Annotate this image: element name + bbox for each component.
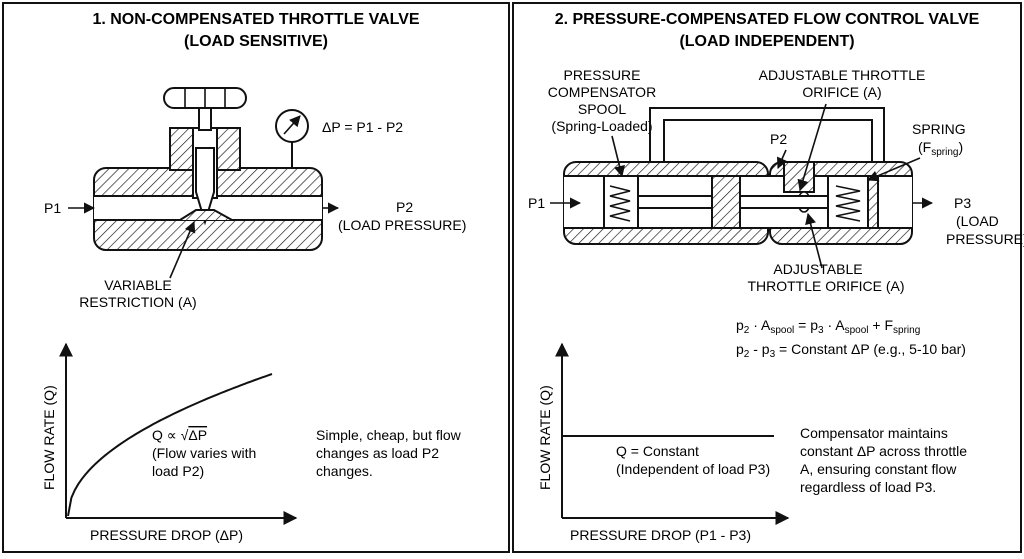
left-title-line2: (LOAD SENSITIVE)	[184, 33, 328, 50]
right-note-2: constant ΔP across throttle	[800, 443, 967, 459]
right-p1-label: P1	[528, 195, 545, 211]
right-y-axis-label: FLOW RATE (Q)	[537, 385, 553, 490]
adj-top-label-2: ORIFICE (A)	[802, 84, 881, 100]
adj-bot-label-2: THROTTLE ORIFICE (A)	[747, 278, 904, 294]
q-constant-note: (Independent of load P3)	[616, 461, 770, 477]
constant-dp-equation: p2 - p3 = Constant ΔP (e.g., 5-10 bar)	[736, 341, 966, 360]
comp-label-2: COMPENSATOR	[548, 84, 656, 100]
spring-label: SPRING	[912, 121, 966, 137]
restriction-label: RESTRICTION (A)	[79, 294, 196, 310]
p2-leader	[776, 149, 788, 170]
right-graph: FLOW RATE (Q) PRESSURE DROP (P1 - P3) Q …	[537, 342, 790, 543]
throttle-valve-body	[93, 87, 323, 251]
adj-top-leader	[797, 103, 827, 192]
right-note-1: Compensator maintains	[800, 425, 948, 441]
f-spring-label: (Fspring)	[918, 139, 963, 158]
left-p2-label: P2	[396, 199, 413, 215]
right-note-3: A, ensuring constant flow	[800, 461, 957, 477]
delta-p-equation: ΔP = P1 - P2	[322, 119, 403, 135]
pressure-gauge-icon	[275, 109, 309, 168]
left-title-line1: 1. NON-COMPENSATED THROTTLE VALVE	[92, 11, 419, 28]
adj-top-label-1: ADJUSTABLE THROTTLE	[759, 67, 926, 83]
left-graph: FLOW RATE (Q) PRESSURE DROP (ΔP) Q ∝ √ΔP…	[41, 342, 298, 543]
comp-label-3: SPOOL	[578, 101, 626, 117]
left-p1-label: P1	[44, 200, 61, 216]
right-title-line2: (LOAD INDEPENDENT)	[679, 33, 854, 50]
force-balance-equation: p2 · Aspool = p3 · Aspool + Fspring	[736, 317, 920, 336]
left-note-1: Simple, cheap, but flow	[316, 427, 462, 443]
right-panel	[512, 2, 1022, 553]
right-title-line1: 2. PRESSURE-COMPENSATED FLOW CONTROL VAL…	[555, 11, 980, 28]
left-curve-note-1: (Flow varies with	[152, 445, 256, 461]
adj-bot-leader	[805, 212, 823, 269]
q-relation: Q ∝ √ΔP	[152, 427, 207, 443]
right-x-axis-label: PRESSURE DROP (P1 - P3)	[570, 527, 751, 543]
left-y-axis-label: FLOW RATE (Q)	[41, 385, 57, 490]
comp-label-4: (Spring-Loaded)	[551, 118, 652, 134]
right-load-2: PRESSURE)	[946, 231, 1024, 247]
spring-leader	[866, 157, 921, 182]
adj-bot-label-1: ADJUSTABLE	[773, 261, 862, 277]
left-x-axis-label: PRESSURE DROP (ΔP)	[90, 527, 243, 543]
left-panel	[2, 2, 510, 553]
right-p3-label: P3	[954, 195, 971, 211]
left-load-pressure-label: (LOAD PRESSURE)	[338, 217, 466, 233]
variable-label: VARIABLE	[104, 277, 171, 293]
right-p2-label: P2	[770, 131, 787, 147]
comp-label-1: PRESSURE	[563, 67, 640, 83]
left-note-2: changes as load P2	[316, 445, 439, 461]
q-constant-label: Q = Constant	[616, 443, 699, 459]
comp-leader	[611, 135, 625, 178]
left-curve-note-2: load P2)	[152, 463, 204, 479]
right-note-4: regardless of load P3.	[800, 479, 936, 495]
left-note-3: changes.	[316, 463, 373, 479]
sqrt-radicand: ΔP	[188, 427, 207, 443]
sqrt-flow-curve	[67, 373, 273, 517]
restriction-leader	[169, 220, 196, 279]
right-load-1: (LOAD	[956, 213, 999, 229]
